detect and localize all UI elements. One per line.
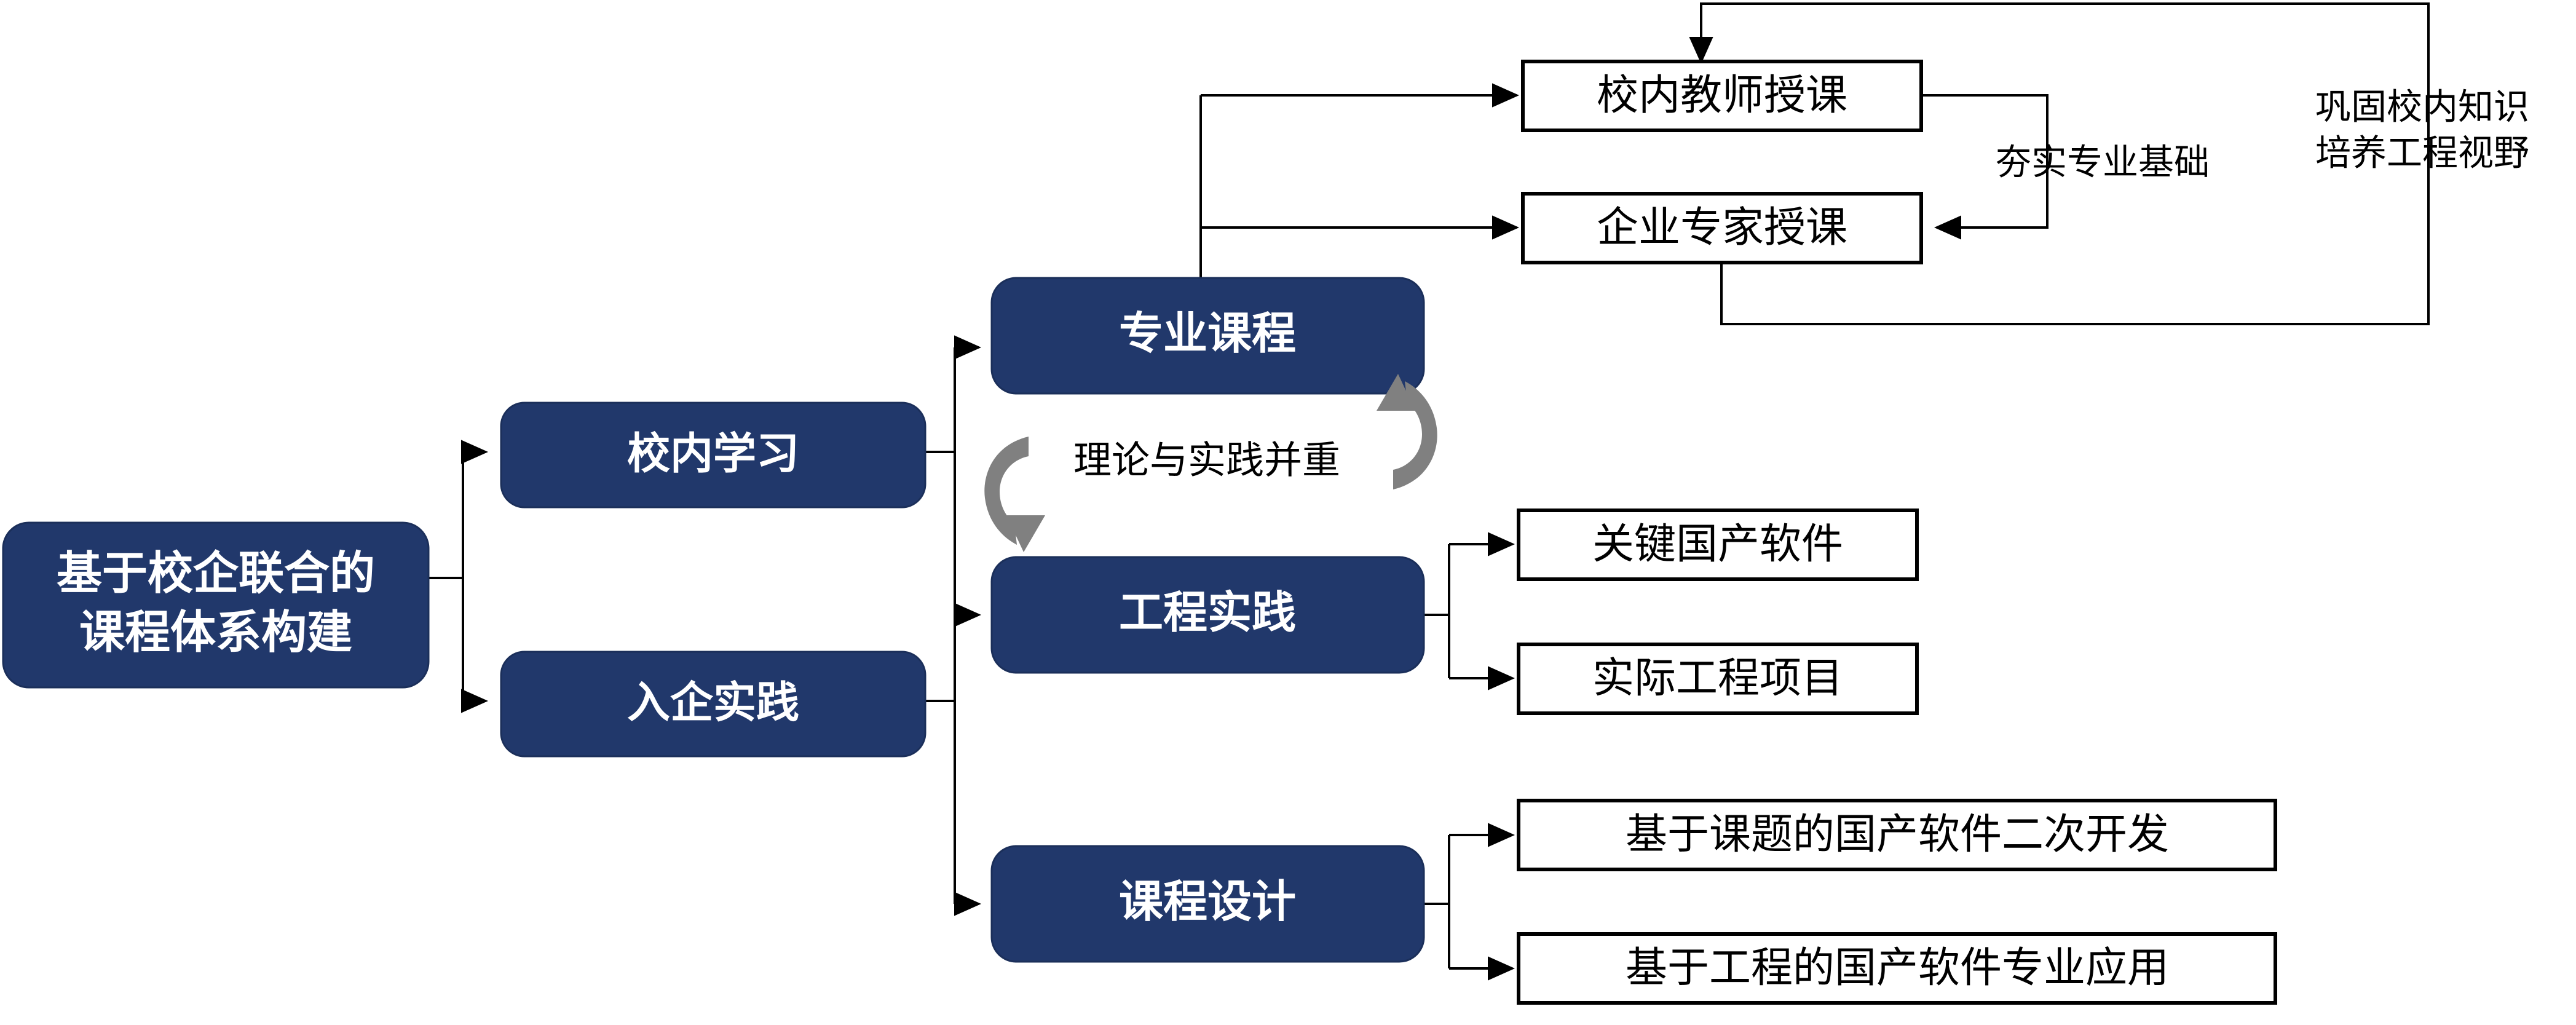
connector-group-root-to-level1 xyxy=(429,440,488,713)
node-engineering-based-professional-application[interactable]: 基于工程的国产软件专业应用 xyxy=(1517,932,2277,1005)
connector-outer-feedback-loop xyxy=(1689,2,2430,325)
node-professional-course[interactable]: 专业课程 xyxy=(990,277,1425,395)
node-enterprise-practice[interactable]: 入企实践 xyxy=(500,651,926,758)
connector-group-engineering-practice-children xyxy=(1423,532,1515,691)
connector-group-level1-to-level2 xyxy=(919,335,981,916)
node-real-engineering-project-shape[interactable] xyxy=(1517,643,1919,715)
node-key-domestic-software[interactable]: 关键国产软件 xyxy=(1517,509,1919,581)
node-engineering-practice-label: 工程实践 xyxy=(1119,588,1296,638)
node-key-domestic-software-shape[interactable] xyxy=(1517,509,1919,581)
node-key-domestic-software-label: 关键国产软件 xyxy=(1592,521,1843,568)
edge-label-consolidate-campus-knowledge-line2: 培养工程视野 xyxy=(2315,133,2529,173)
node-campus-teacher-teaching-label: 校内教师授课 xyxy=(1597,72,1847,119)
node-campus-teacher-teaching-shape[interactable] xyxy=(1521,60,1923,132)
node-campus-teacher-teaching[interactable]: 校内教师授课 xyxy=(1521,60,1923,132)
edge-label-consolidate-major-foundation: 夯实专业基础 xyxy=(1996,142,2210,182)
node-professional-course-label: 专业课程 xyxy=(1119,309,1296,358)
node-root-shape[interactable] xyxy=(2,521,430,689)
edge-label-theory-practice-equal: 理论与实践并重 xyxy=(1073,439,1340,481)
node-enterprise-expert-teaching-shape[interactable] xyxy=(1521,192,1923,264)
node-engineering-based-professional-application-label: 基于工程的国产软件专业应用 xyxy=(1626,944,2169,991)
node-topic-based-secondary-development[interactable]: 基于课题的国产软件二次开发 xyxy=(1517,799,2277,871)
node-enterprise-expert-teaching[interactable]: 企业专家授课 xyxy=(1521,192,1923,264)
node-engineering-based-professional-application-shape[interactable] xyxy=(1517,932,2277,1005)
feedback-loop-inner xyxy=(1921,94,2049,240)
node-topic-based-secondary-development-shape[interactable] xyxy=(1517,799,2277,871)
node-root-label-line1: 基于校企联合的 xyxy=(57,548,375,599)
node-course-design-shape[interactable] xyxy=(990,845,1425,963)
feedback-loop-outer xyxy=(1689,2,2430,325)
node-engineering-practice-shape[interactable] xyxy=(990,556,1425,674)
connector-group-course-design-children xyxy=(1423,823,1515,981)
node-course-design[interactable]: 课程设计 xyxy=(990,845,1425,963)
cycle-arrow-right-icon xyxy=(1377,374,1437,489)
node-enterprise-practice-shape[interactable] xyxy=(500,651,926,758)
connector-group-professional-course-to-teaching xyxy=(1199,83,1519,280)
node-enterprise-practice-label: 入企实践 xyxy=(627,678,799,726)
node-course-design-label: 课程设计 xyxy=(1119,877,1296,927)
connector-inner-feedback-loop xyxy=(1921,94,2049,240)
node-engineering-practice[interactable]: 工程实践 xyxy=(990,556,1425,674)
node-campus-study-label: 校内学习 xyxy=(627,429,799,477)
edge-label-consolidate-campus-knowledge-line1: 巩固校内知识 xyxy=(2315,87,2529,127)
node-root[interactable]: 基于校企联合的 课程体系构建 xyxy=(2,521,430,689)
node-real-engineering-project-label: 实际工程项目 xyxy=(1592,655,1843,702)
node-campus-study-shape[interactable] xyxy=(500,402,926,509)
node-root-label-line2: 课程体系构建 xyxy=(79,607,352,658)
node-topic-based-secondary-development-label: 基于课题的国产软件二次开发 xyxy=(1626,811,2169,858)
node-enterprise-expert-teaching-label: 企业专家授课 xyxy=(1597,204,1847,251)
node-real-engineering-project[interactable]: 实际工程项目 xyxy=(1517,643,1919,715)
node-campus-study[interactable]: 校内学习 xyxy=(500,402,926,509)
cycle-arrow-left-icon xyxy=(984,437,1045,552)
node-professional-course-shape[interactable] xyxy=(990,277,1425,395)
